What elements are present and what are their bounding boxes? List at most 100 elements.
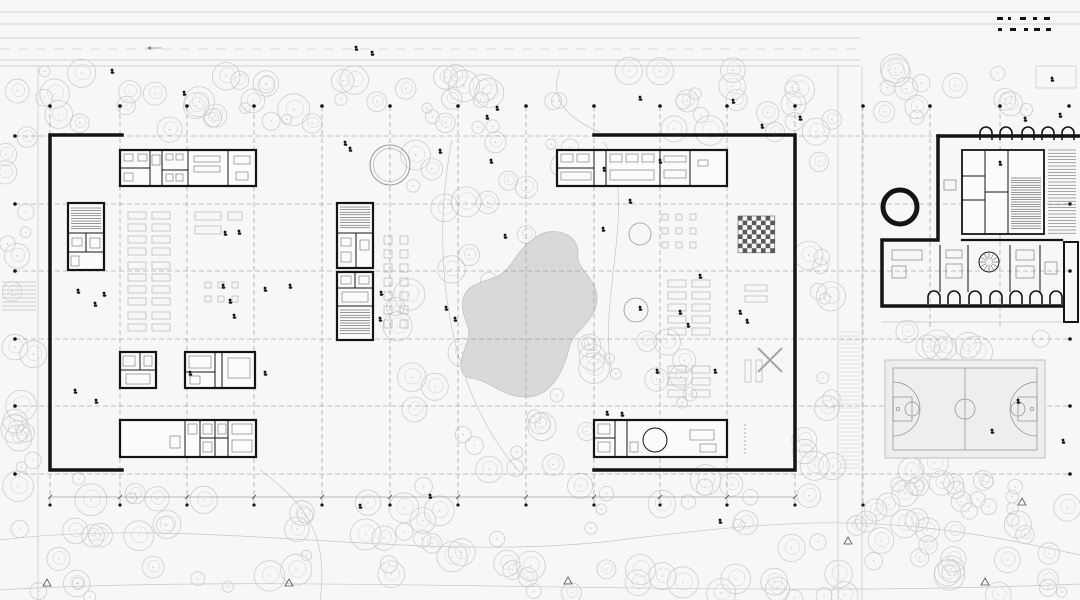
tree-icon xyxy=(454,426,472,443)
tree-trunk xyxy=(804,450,806,453)
tree-icon xyxy=(904,94,929,120)
tree-icon xyxy=(777,534,806,563)
round-pavilion-ring xyxy=(880,187,920,227)
grid-node-dot xyxy=(252,104,256,108)
tree-trunk xyxy=(454,75,457,77)
tree-canopy xyxy=(669,364,693,389)
tree-trunk xyxy=(77,582,79,584)
fixture xyxy=(193,165,221,173)
tree-trunk xyxy=(826,407,828,409)
fixture xyxy=(231,423,253,435)
tree-canopy-inner xyxy=(390,317,407,334)
fixture xyxy=(165,153,174,161)
tree-canopy-inner xyxy=(235,74,247,85)
person-icon xyxy=(738,309,743,315)
table xyxy=(691,389,711,398)
room-block xyxy=(335,270,375,342)
chessboard-square xyxy=(756,234,761,239)
tree-canopy-inner xyxy=(767,572,783,589)
table xyxy=(227,211,243,221)
chessboard-square xyxy=(742,239,748,244)
tree-icon xyxy=(969,491,986,508)
tree-canopy xyxy=(240,88,266,114)
tree-canopy xyxy=(0,143,17,166)
tree-canopy-inner xyxy=(948,476,961,489)
tree-canopy xyxy=(62,517,89,544)
tree-trunk xyxy=(680,375,682,378)
fixture xyxy=(340,251,352,263)
person-body xyxy=(738,312,743,315)
tree-canopy-inner xyxy=(189,97,205,113)
tree-trunk xyxy=(421,538,424,540)
room-block xyxy=(183,350,257,390)
tree-icon xyxy=(760,567,788,596)
person-body xyxy=(638,308,643,311)
tree-canopy xyxy=(946,480,966,499)
tree-canopy xyxy=(993,88,1017,111)
tree-trunk xyxy=(587,342,589,345)
table xyxy=(691,377,711,386)
person-head xyxy=(379,290,383,294)
tree-trunk xyxy=(822,377,824,379)
tree-trunk xyxy=(480,98,482,101)
tree-canopy xyxy=(816,371,830,385)
fixture xyxy=(71,237,83,247)
person-body xyxy=(489,161,494,164)
room-block-outline xyxy=(66,201,106,272)
tree-icon xyxy=(733,510,759,536)
tree-trunk xyxy=(16,255,18,257)
fixture xyxy=(165,173,174,182)
tree-trunk xyxy=(367,501,369,504)
table xyxy=(691,315,711,324)
person-head xyxy=(760,123,764,127)
tree-trunk xyxy=(444,76,447,79)
tree-icon xyxy=(485,119,500,134)
tree-icon xyxy=(471,120,485,134)
person-body xyxy=(1061,441,1066,444)
parked-vehicle-icon xyxy=(1046,28,1051,31)
tree-icon xyxy=(928,470,955,496)
tree-trunk xyxy=(1014,485,1016,488)
grid-node-dot xyxy=(998,104,1002,108)
tree-canopy xyxy=(863,498,888,522)
table xyxy=(127,311,147,320)
tree-icon xyxy=(118,80,142,104)
person-body xyxy=(378,319,383,322)
tree-trunk xyxy=(451,98,453,100)
tree-icon xyxy=(719,472,744,497)
tree-canopy-inner xyxy=(464,247,477,261)
tree-icon xyxy=(802,117,830,146)
tree-trunk xyxy=(737,524,740,526)
tree-canopy xyxy=(980,475,994,489)
tree-canopy xyxy=(88,522,113,548)
tree-trunk xyxy=(533,590,535,592)
tree-canopy-inner xyxy=(798,443,813,458)
tree-icon xyxy=(791,427,818,453)
tree-icon xyxy=(252,70,280,97)
tree-icon xyxy=(1019,102,1034,117)
tree-trunk xyxy=(16,90,19,92)
tree-canopy-inner xyxy=(149,86,163,100)
tree-trunk xyxy=(933,462,935,464)
tree-trunk xyxy=(1004,98,1006,101)
tree-icon xyxy=(254,560,286,592)
tree-trunk xyxy=(507,179,510,182)
tree-icon xyxy=(954,331,982,359)
tree-icon xyxy=(0,143,17,166)
tree-canopy-inner xyxy=(923,538,935,550)
fixture xyxy=(359,239,370,251)
tree-canopy-inner xyxy=(446,92,459,104)
tree-trunk xyxy=(396,325,399,328)
tree-canopy-inner xyxy=(408,145,426,163)
tree-trunk xyxy=(90,498,92,501)
tree-canopy xyxy=(83,590,97,600)
person-head xyxy=(188,370,192,374)
person-icon xyxy=(602,166,607,172)
person-head xyxy=(444,305,448,309)
tree-icon xyxy=(498,170,519,191)
colonnade-arch xyxy=(989,290,1003,304)
fixture xyxy=(193,155,221,163)
tree-canopy xyxy=(720,563,752,595)
tree-canopy xyxy=(912,74,931,93)
tree-canopy-inner xyxy=(583,338,597,352)
